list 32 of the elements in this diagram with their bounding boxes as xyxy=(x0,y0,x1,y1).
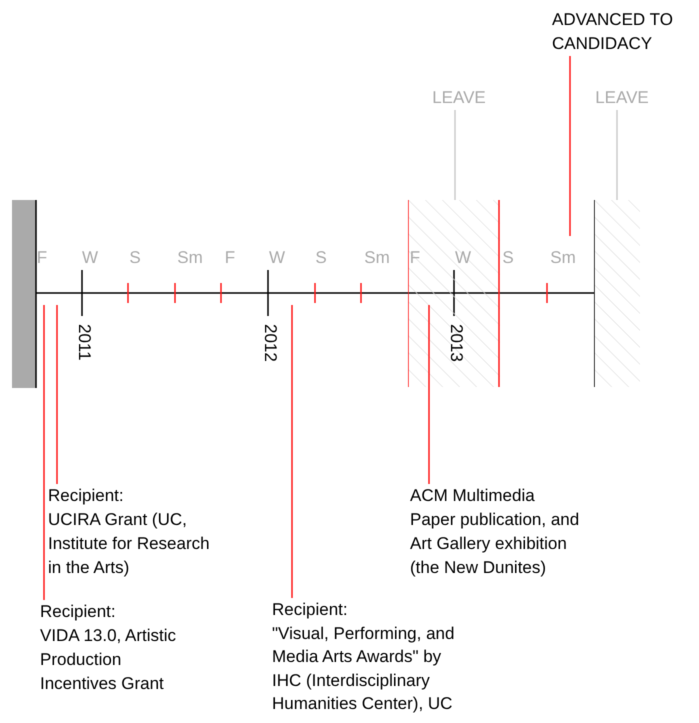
season-label: Sm xyxy=(364,248,390,268)
event-label: Recipient: xyxy=(40,601,117,623)
year-label: 2011 xyxy=(74,324,94,361)
season-label: Sm xyxy=(177,248,203,268)
season-label: W xyxy=(268,248,286,268)
season-label: S xyxy=(129,248,141,268)
season-label: S xyxy=(502,248,514,268)
leader-line xyxy=(454,110,456,200)
season-label: W xyxy=(454,248,472,268)
season-label: S xyxy=(315,248,327,268)
event-label: ACM Multimedia Paper publication, and Art Gallery exhibition (the New Dunites) xyxy=(410,485,580,579)
event-label: VIDA 13.0, Artistic Production Incentives Grant xyxy=(40,625,178,695)
event-label: UCIRA Grant (UC, Institute for Research in the Arts) xyxy=(48,509,211,579)
event-label: "Visual, Performing, and Media Arts Awards" by IHC (Interdisciplinary Humanities Center), UC xyxy=(272,622,456,715)
leader-line xyxy=(56,305,58,484)
leader-line xyxy=(428,305,430,484)
season-label: W xyxy=(82,248,98,268)
season-label: F xyxy=(224,248,236,268)
leave-label: LEAVE xyxy=(431,87,487,109)
leader-line xyxy=(616,110,618,200)
season-label: F xyxy=(410,248,420,268)
year-label: 2012 xyxy=(260,324,280,362)
milestone-label: ADVANCED TO CANDIDACY xyxy=(552,9,674,55)
leader-line xyxy=(43,305,45,600)
leader-line xyxy=(291,305,293,598)
leader-line xyxy=(569,56,571,236)
leave-label: LEAVE xyxy=(594,87,650,109)
event-label: Recipient: xyxy=(48,485,125,507)
season-label: F xyxy=(36,248,48,268)
event-label: Recipient: xyxy=(272,599,349,621)
season-label: Sm xyxy=(550,248,576,268)
year-label: 2013 xyxy=(446,324,466,362)
